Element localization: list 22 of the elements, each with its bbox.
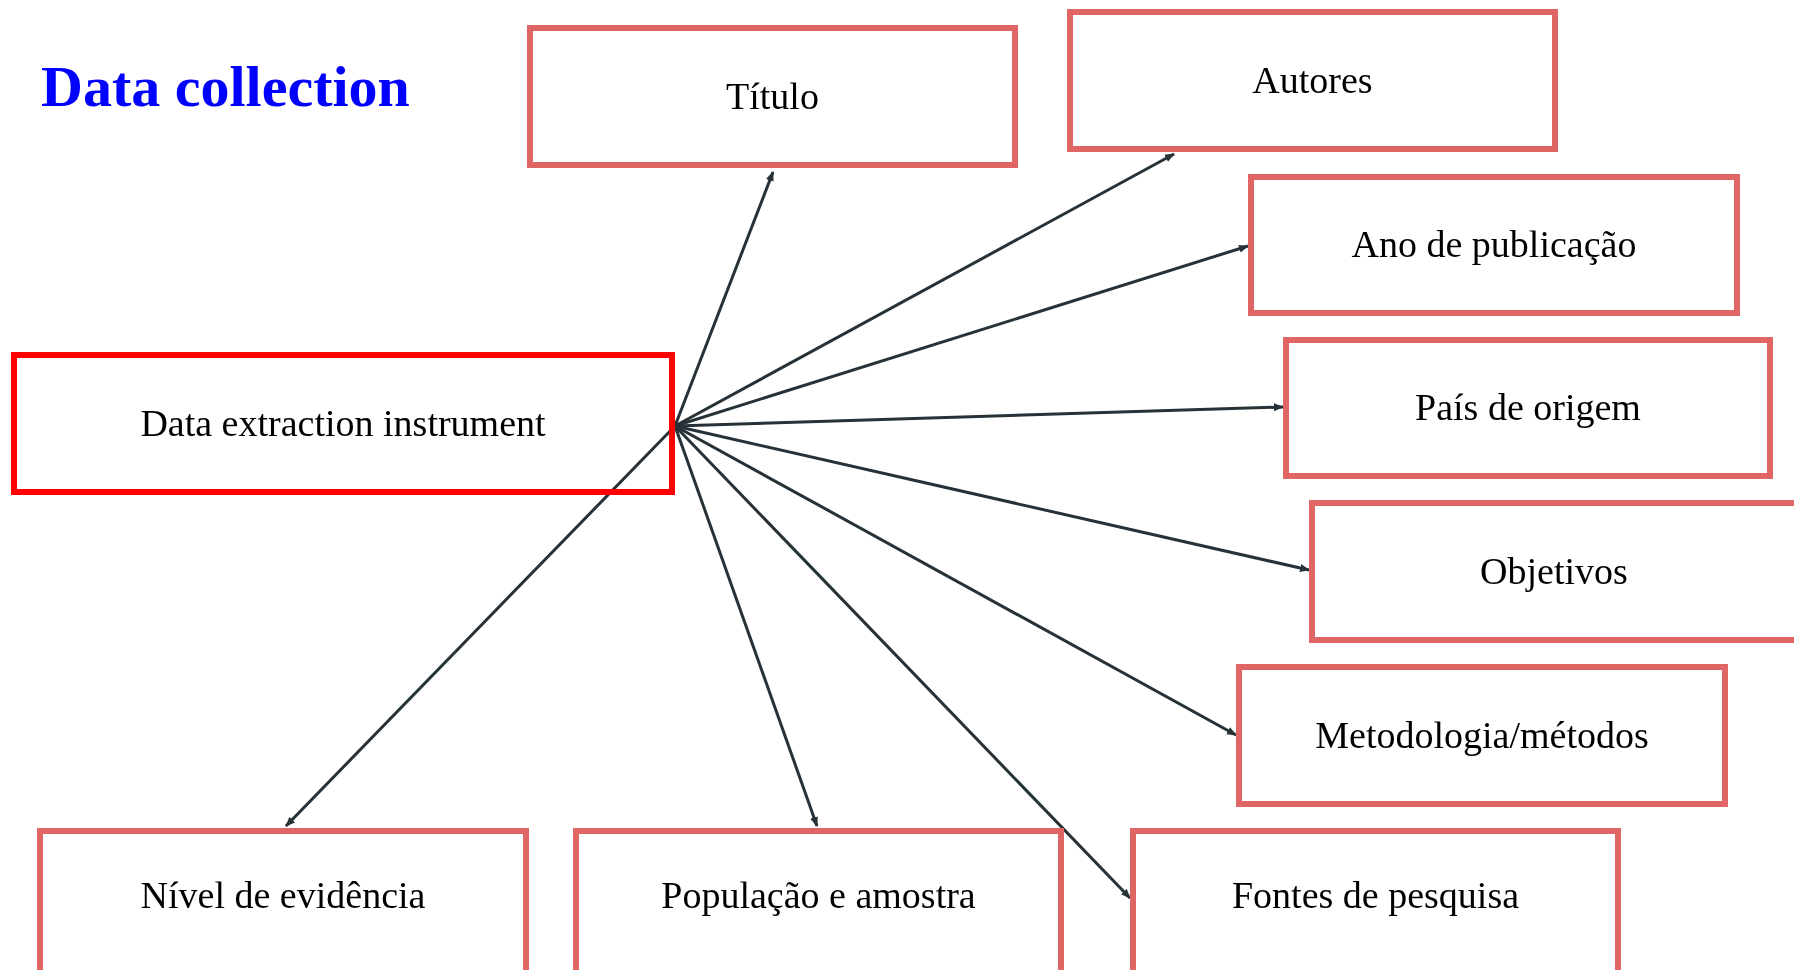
box-label: Nível de evidência — [140, 873, 426, 919]
field-box — [1309, 500, 1794, 643]
title: Data collection — [41, 58, 410, 116]
field-box — [1248, 174, 1740, 316]
field-box — [1236, 664, 1728, 807]
box-label: Título — [726, 73, 819, 119]
source-box — [11, 352, 675, 495]
field-box — [573, 828, 1064, 970]
box-label: Data extraction instrument — [140, 400, 546, 446]
box-label: População e amostra — [661, 873, 976, 919]
field-box — [1283, 337, 1773, 479]
box-label: Ano de publicação — [1351, 222, 1637, 268]
field-box — [1067, 9, 1558, 152]
box-label: Autores — [1252, 57, 1373, 103]
field-box — [527, 25, 1018, 168]
box-label: Metodologia/métodos — [1315, 712, 1649, 758]
box-label: Fontes de pesquisa — [1231, 873, 1520, 919]
box-label: Objetivos — [1480, 548, 1628, 594]
box-label: País de origem — [1415, 385, 1641, 431]
arrow — [673, 171, 775, 427]
field-box — [37, 828, 529, 970]
field-box — [1130, 828, 1621, 970]
